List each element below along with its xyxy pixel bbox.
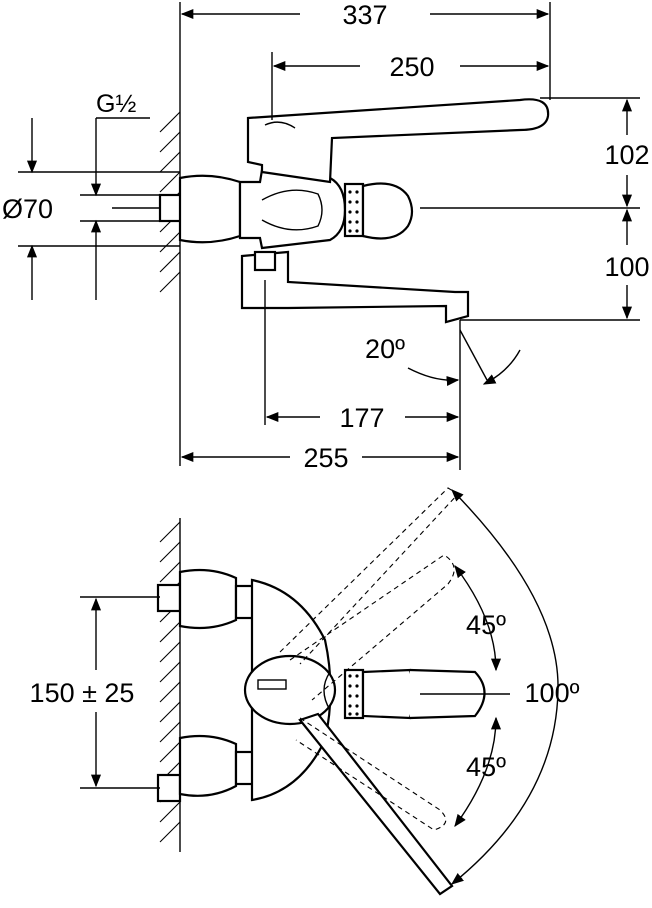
temperature-handle bbox=[361, 182, 414, 240]
hub-detail bbox=[323, 671, 331, 711]
spout bbox=[240, 250, 470, 324]
lever-hub bbox=[243, 654, 337, 726]
lower-rose bbox=[178, 734, 238, 797]
dim-255-label: 255 bbox=[303, 443, 348, 473]
spout-angle-label: 20º bbox=[365, 334, 405, 364]
swing-down-label: 45º bbox=[466, 752, 506, 782]
upper-rose bbox=[178, 568, 238, 630]
handle-collar-top bbox=[343, 668, 365, 720]
swing-up-label: 45º bbox=[466, 610, 506, 640]
lever-detail bbox=[264, 121, 296, 129]
dim-337-label: 337 bbox=[342, 0, 387, 30]
brand-logo bbox=[257, 679, 287, 690]
lever-ghost-45-down bbox=[295, 717, 447, 831]
dim-250-label: 250 bbox=[389, 52, 434, 82]
handle-collar bbox=[343, 182, 365, 238]
mixer-cone bbox=[261, 189, 323, 231]
dim-102-label: 102 bbox=[604, 140, 649, 170]
lever-main bbox=[298, 712, 454, 896]
handle-grip-dots bbox=[348, 190, 359, 233]
dim-177-label: 177 bbox=[339, 403, 384, 433]
wall-rose bbox=[178, 174, 242, 244]
side-view: G½ Ø70 337 250 102 100 20º 177 bbox=[2, 0, 650, 473]
handle-grip-dots-top bbox=[348, 674, 359, 716]
upper-nipple bbox=[156, 583, 182, 613]
lever-ghost-45-up bbox=[289, 554, 455, 701]
temperature-handle-top bbox=[361, 668, 416, 720]
angle-arrow-left bbox=[407, 367, 460, 386]
lever-ghost-100-up bbox=[279, 487, 459, 665]
top-view: 150 ± 25 45º 45º 100º bbox=[30, 487, 580, 896]
lever-arm bbox=[246, 98, 550, 184]
swing-total-label: 100º bbox=[525, 678, 580, 708]
arc-100 bbox=[451, 489, 559, 885]
dim-100-label: 100 bbox=[604, 252, 649, 282]
spout-angle-line bbox=[459, 329, 488, 381]
lower-nipple bbox=[156, 773, 182, 803]
angle-arrow-right bbox=[482, 349, 521, 385]
pipe-nipple bbox=[158, 193, 184, 223]
spacing-label: 150 ± 25 bbox=[30, 678, 135, 708]
spout-screw bbox=[253, 250, 277, 272]
diameter-label: Ø70 bbox=[2, 194, 53, 224]
thread-label: G½ bbox=[96, 90, 136, 118]
